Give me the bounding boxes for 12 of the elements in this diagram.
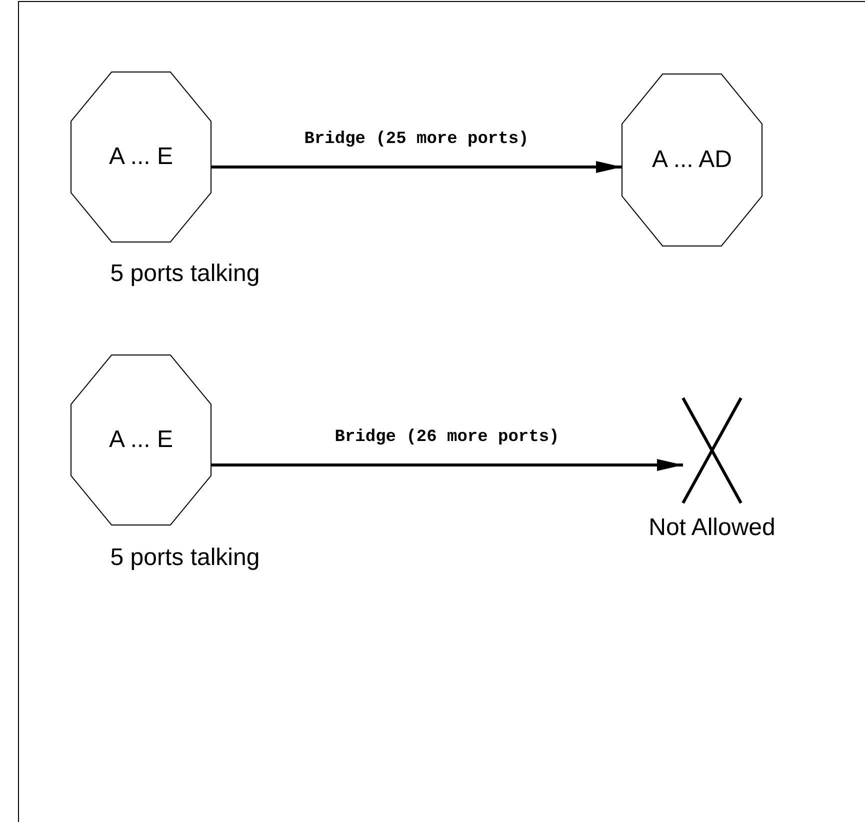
- arrow: [211, 161, 622, 173]
- node-label: A ... AD: [652, 145, 732, 175]
- node-label: Not Allowed: [648, 513, 776, 543]
- node-label: 5 ports talking: [110, 543, 260, 573]
- node-label: 5 ports talking: [110, 259, 260, 289]
- octagon-node: [622, 74, 762, 246]
- node-label: A ... E: [108, 142, 174, 172]
- arrow: [211, 459, 683, 471]
- octagon-node: [71, 355, 211, 525]
- octagon-node: [71, 72, 211, 242]
- cross-mark: [683, 398, 741, 503]
- node-label: A ... E: [108, 425, 174, 455]
